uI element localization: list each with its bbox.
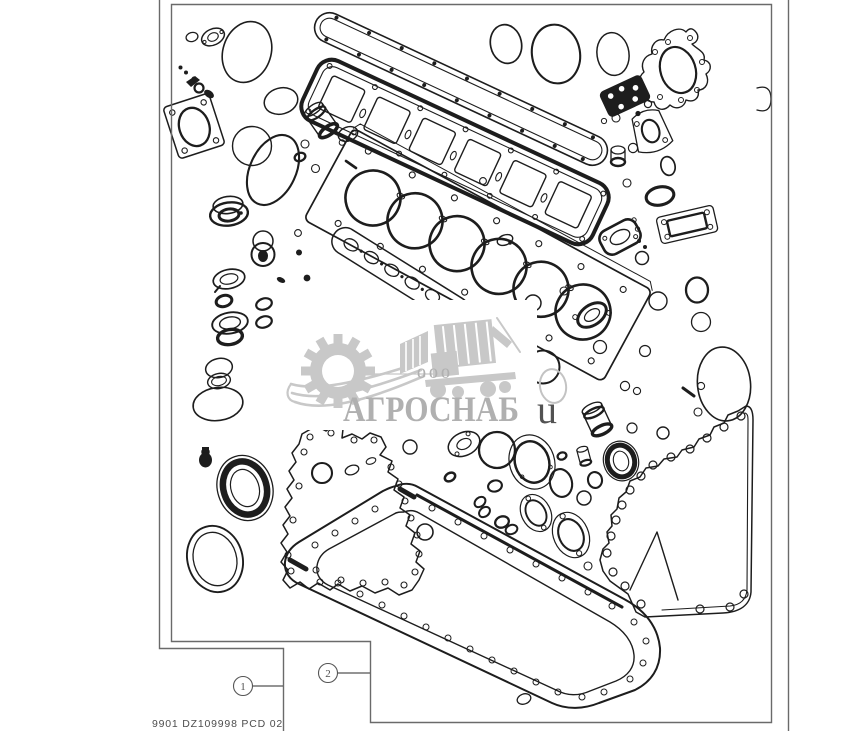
crankshaft-seal <box>216 454 274 522</box>
watermark-org-form: ООО <box>417 366 453 382</box>
turbo-flange-gasket <box>655 204 719 245</box>
parts-mid-lower <box>402 401 703 571</box>
callout-2-label: 2 <box>325 668 331 680</box>
oil-pan-gasket <box>283 482 662 709</box>
callout-1[interactable]: 1 <box>232 675 284 697</box>
faded-ring <box>538 368 568 404</box>
bolt-holes <box>324 15 595 162</box>
parts-center <box>479 177 706 398</box>
pump-plate-gasket <box>599 75 651 117</box>
sleeve-part <box>303 101 340 140</box>
exhaust-flange-gasket <box>631 109 674 154</box>
parts-top-right <box>489 23 772 266</box>
callout-2[interactable]: 2 <box>317 662 371 684</box>
timing-cover-gasket <box>599 405 754 618</box>
outer-frame-line <box>158 0 285 731</box>
timing-bolt-holes <box>602 411 749 614</box>
front-seal <box>602 440 640 482</box>
frame <box>158 0 790 731</box>
harvester-icon <box>400 317 521 398</box>
water-pump-gasket <box>639 28 711 110</box>
valve-cover-gasket <box>313 11 609 167</box>
pan-bolt-holes <box>311 504 650 701</box>
parts-right-column <box>684 276 752 422</box>
watermark-partial-text: u <box>537 387 557 432</box>
filter-nipple <box>581 401 614 438</box>
watermark-brand: АГРОСНАБ <box>343 389 519 429</box>
watermark: ООО АГРОСНАБ u <box>281 300 568 432</box>
drawing-border <box>170 3 773 724</box>
callout-1-label: 1 <box>240 681 246 693</box>
page-code: 9901 DZ109998 PCD 02 <box>152 718 283 730</box>
rocker-housing-gasket <box>299 57 611 247</box>
seals-left-column <box>186 195 311 594</box>
swoosh-icon <box>286 361 437 407</box>
